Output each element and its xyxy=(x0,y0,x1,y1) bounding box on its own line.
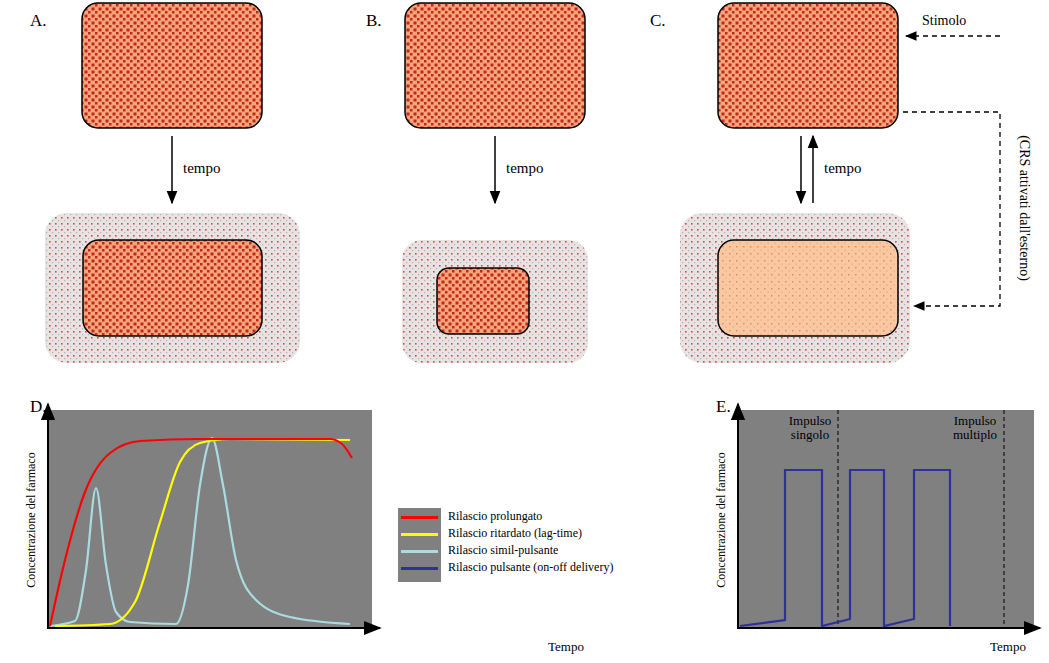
legend-text: Rilascio ritardato (lag-time) xyxy=(448,527,582,540)
time-arrow xyxy=(171,136,173,203)
matrix-box xyxy=(405,3,585,128)
axis-title: Tempo xyxy=(548,640,584,654)
y-axis xyxy=(737,404,739,629)
pulse-divider xyxy=(1004,410,1005,628)
time-arrow xyxy=(494,136,496,203)
legend-swatch xyxy=(401,516,438,519)
panel-letter: D. xyxy=(30,398,47,417)
legend-text: Rilascio simil-pulsante xyxy=(448,544,558,557)
release-halo xyxy=(45,213,300,363)
axis-title: Concentrazione del farmaco xyxy=(25,452,38,587)
legend-text: Rilascio prolungato xyxy=(448,510,542,523)
matrix-box xyxy=(718,3,898,128)
release-curve xyxy=(55,439,350,626)
pulse-label: Impulso singolo xyxy=(784,414,836,443)
pulse-divider xyxy=(838,410,839,628)
matrix-box xyxy=(82,3,262,128)
release-halo xyxy=(402,240,588,363)
time-label: tempo xyxy=(506,160,544,177)
stimulus-label: Stimolo xyxy=(922,13,966,28)
legend-text: Rilascio pulsante (on-off delivery) xyxy=(448,561,613,574)
legend-swatch xyxy=(401,533,438,536)
legend-swatch xyxy=(401,550,438,553)
panel-letter: E. xyxy=(716,398,731,417)
eroding-matrix-box xyxy=(437,268,529,334)
legend-swatch xyxy=(401,567,438,570)
chart-ground xyxy=(48,410,372,628)
panel-letter: C. xyxy=(650,12,666,31)
panel-letter: B. xyxy=(366,12,382,31)
swollen-matrix-box xyxy=(718,240,898,336)
reverse-arrow xyxy=(812,136,814,203)
chart-ground xyxy=(738,410,1034,628)
release-curve xyxy=(50,439,352,626)
x-axis xyxy=(47,627,380,629)
legend-ground xyxy=(398,508,441,582)
trigger-note: (CRS attivati dall'esterno) xyxy=(1016,135,1031,281)
release-halo xyxy=(680,213,910,363)
axis-title: Tempo xyxy=(990,640,1026,654)
stimulus-arrow xyxy=(906,35,1000,36)
panel-letter: A. xyxy=(30,12,47,31)
release-curve xyxy=(50,438,350,626)
axis-title: Concentrazione del farmaco xyxy=(715,452,728,587)
y-axis xyxy=(47,404,49,629)
time-label: tempo xyxy=(824,160,862,177)
pulse-label: Impulso multiplo xyxy=(948,414,1002,443)
matrix-box xyxy=(83,240,262,336)
stimulus-loop xyxy=(903,112,1000,306)
x-axis xyxy=(737,627,1040,629)
time-arrow xyxy=(800,136,802,203)
pulse-curve xyxy=(740,470,950,626)
time-label: tempo xyxy=(183,160,221,177)
